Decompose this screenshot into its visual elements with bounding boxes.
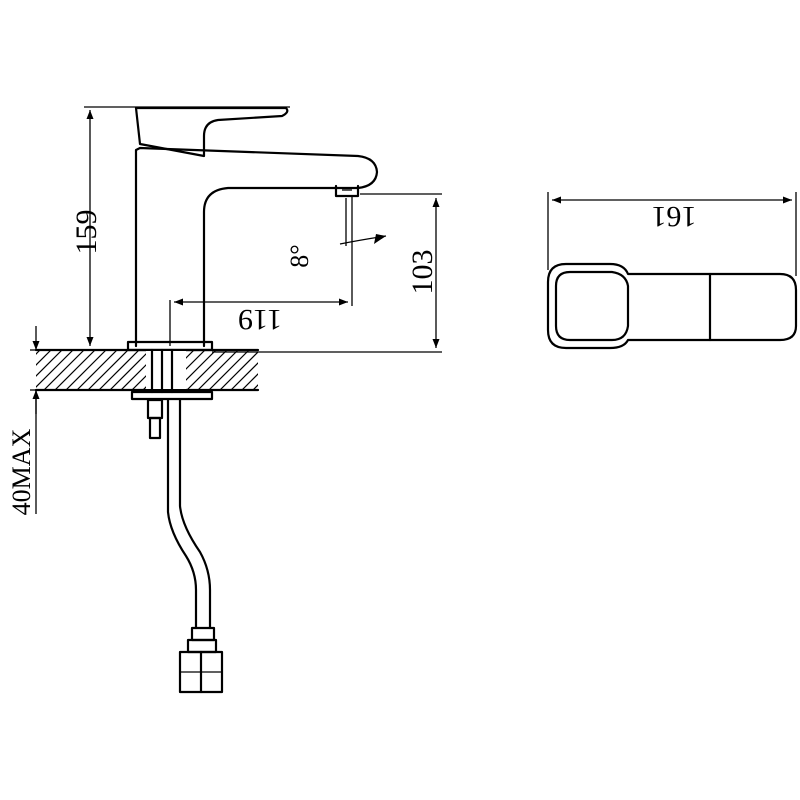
hatch-line xyxy=(54,350,96,390)
hatch-line xyxy=(76,350,118,390)
hatch-line xyxy=(219,351,258,390)
hatch-line xyxy=(264,350,304,390)
aerator xyxy=(334,184,360,198)
dim-label-159: 159 xyxy=(70,210,103,255)
hatch-line xyxy=(230,362,258,390)
dim-label-103: 103 xyxy=(406,250,439,295)
hatch-line xyxy=(275,350,315,390)
hatch-line xyxy=(186,350,228,390)
hatch-line xyxy=(36,350,63,377)
hatch-line xyxy=(109,350,151,390)
mounting-shank xyxy=(130,348,214,440)
dim-spout-angle: 8° xyxy=(285,198,387,268)
top-view: 161 xyxy=(546,192,798,350)
dim-label-angle: 8° xyxy=(285,244,314,267)
dim-handle-length: 161 xyxy=(547,192,797,276)
hatch-line xyxy=(308,350,348,390)
side-view: 159 103 119 8° xyxy=(7,106,442,694)
handle-top-outline xyxy=(546,262,798,350)
hatch-line xyxy=(87,350,129,390)
dim-label-119: 119 xyxy=(238,303,282,336)
hatch-line xyxy=(286,350,326,390)
dim-deck-thickness: 40MAX xyxy=(7,326,40,515)
dim-overall-height: 159 xyxy=(70,106,290,351)
hatch-line xyxy=(241,373,258,390)
hatch-line xyxy=(252,384,258,390)
faucet-body xyxy=(134,146,379,348)
hatch-line xyxy=(297,350,337,390)
dim-spout-reach: 119 xyxy=(169,196,353,346)
handle-joint xyxy=(139,143,205,157)
hatch-line xyxy=(43,350,85,390)
hatch-line xyxy=(36,350,41,355)
hatch-line xyxy=(36,350,74,388)
hatch-line xyxy=(197,350,239,390)
hatch-line xyxy=(319,350,359,390)
lever-handle xyxy=(134,106,289,158)
supply-hose xyxy=(166,398,224,694)
hatch-line xyxy=(36,350,52,366)
dim-label-40max: 40MAX xyxy=(7,428,36,515)
dim-label-161: 161 xyxy=(652,200,697,233)
hatch-line xyxy=(65,350,107,390)
deck-section xyxy=(34,348,359,392)
dim-spout-height: 103 xyxy=(212,193,442,353)
hatch-line xyxy=(98,350,140,390)
hatch-line xyxy=(208,350,250,390)
